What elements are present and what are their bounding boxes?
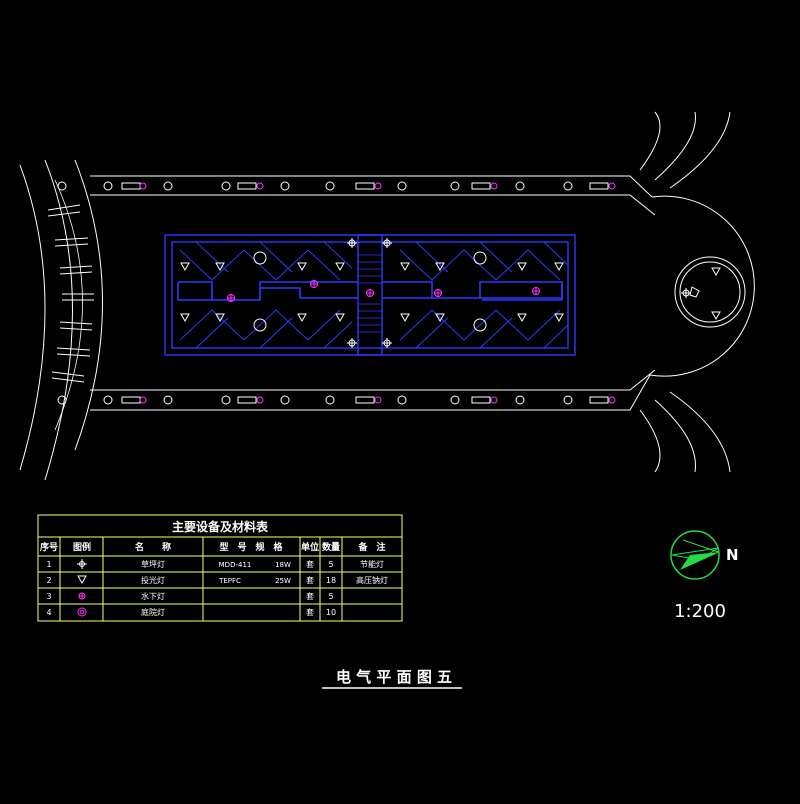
edge-lamps-top-accent <box>139 182 616 190</box>
round-plaza-inner <box>679 261 741 323</box>
left-curved-walkway-inner <box>44 159 73 481</box>
fountain-pool <box>164 234 576 356</box>
promenade-outline <box>90 175 755 411</box>
row-3-quantity: 5 <box>328 592 333 601</box>
edge-lamps-top <box>57 181 609 191</box>
row-1-remark: 节能灯 <box>360 559 384 569</box>
left-curved-walkway <box>19 164 46 471</box>
left-band-steps <box>47 204 94 383</box>
header-model-spec: 型 号 规 格 <box>219 541 283 553</box>
scale-label: 1:200 <box>674 601 726 622</box>
header-unit: 单位 <box>301 541 319 553</box>
row-2-model: TEPFC <box>218 577 241 585</box>
header-legend: 图例 <box>73 541 91 553</box>
site-plan <box>19 111 755 481</box>
row-2-name: 投光灯 <box>141 575 165 585</box>
north-arrow-icon <box>670 530 720 580</box>
underwater-lights <box>227 280 540 302</box>
courtyard-light-icon <box>77 607 87 617</box>
row-4-index: 4 <box>46 608 51 617</box>
row-2-remark: 高压钠灯 <box>356 575 388 585</box>
row-3-name: 水下灯 <box>141 591 165 601</box>
row-2-quantity: 18 <box>326 576 336 585</box>
edge-lamps-bottom-accent <box>139 396 616 404</box>
lawn-light-icon <box>77 559 87 569</box>
right-plaza-arcs <box>639 111 731 473</box>
row-4-unit: 套 <box>306 607 314 617</box>
lawn-lights <box>347 238 700 348</box>
floodlights <box>180 251 721 332</box>
round-plaza-outer <box>674 256 746 328</box>
left-curved-walkway-edge <box>74 159 103 451</box>
header-name: 名 称 <box>135 541 171 553</box>
header-quantity: 数量 <box>322 541 340 553</box>
row-4-quantity: 10 <box>326 608 336 617</box>
header-remark: 备 注 <box>357 541 385 553</box>
table-title: 主要设备及材料表 <box>172 519 269 534</box>
row-1-model: MDD-411 <box>219 561 252 569</box>
floodlight-icon <box>77 575 87 585</box>
row-1-name: 草坪灯 <box>141 559 165 569</box>
row-1-quantity: 5 <box>328 560 333 569</box>
row-1-power: 18W <box>275 561 291 569</box>
row-2-index: 2 <box>46 576 51 585</box>
header-index: 序号 <box>40 541 58 553</box>
row-1-index: 1 <box>46 560 51 569</box>
edge-lamps-bottom <box>57 395 609 405</box>
row-1-unit: 套 <box>306 559 314 569</box>
equipment-table: 主要设备及材料表 序号 图例 名 称 型 号 规 格 单位 数量 备 注 1 草… <box>37 514 403 622</box>
underwater-light-icon <box>78 592 86 600</box>
drawing-title: 电 气 平 面 图 五 <box>336 668 452 686</box>
north-label: N <box>726 546 739 564</box>
row-2-power: 25W <box>275 577 291 585</box>
row-3-unit: 套 <box>306 591 314 601</box>
row-3-index: 3 <box>46 592 51 601</box>
row-4-name: 庭院灯 <box>141 607 165 617</box>
row-2-unit: 套 <box>306 575 314 585</box>
